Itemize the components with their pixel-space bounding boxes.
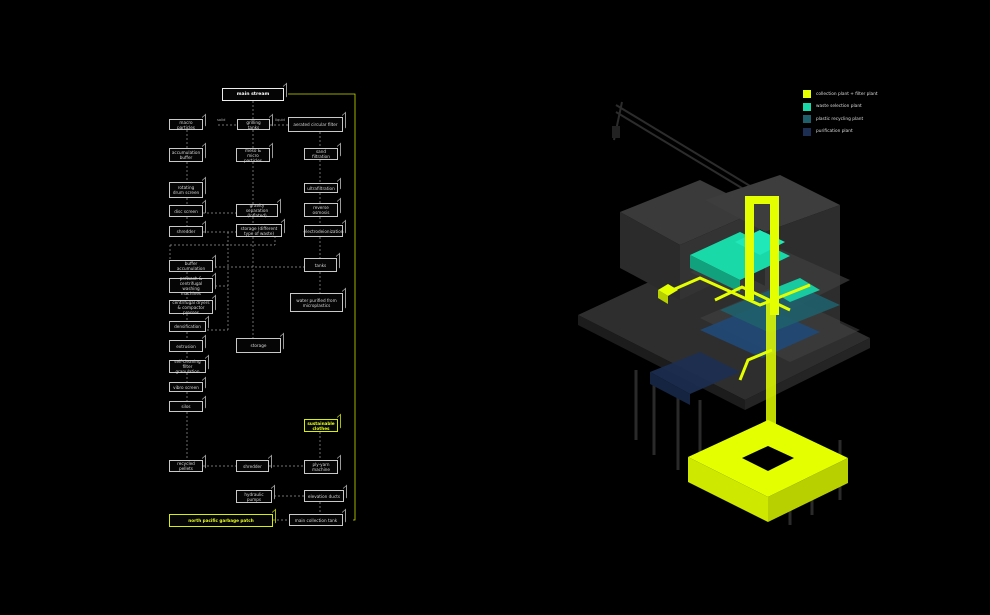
- node-main-stream: main stream: [222, 88, 284, 101]
- node-storage: storage: [236, 338, 281, 353]
- node-main-collection-tank: main collection tank: [289, 514, 343, 526]
- legend-item-collection: collection plant + filter plant: [803, 88, 878, 101]
- node-aerated-circular-filter: aerated circular filter: [288, 117, 343, 132]
- node-extrusion: extrusion: [169, 340, 203, 352]
- legend-label: purification plant: [816, 129, 853, 135]
- edge-label-liquid: liquid: [275, 118, 285, 122]
- node-disc-screen: disc screen: [169, 205, 203, 217]
- node-sustainable-clothes: sustainable clothes: [304, 419, 338, 432]
- node-elevation-ducts: elevation ducts: [304, 490, 344, 502]
- node-self-cleaning-filter: self-cleaning filter granulation: [169, 359, 206, 374]
- legend-swatch: [803, 90, 811, 99]
- node-buffer-accumulation: buffer accumulation: [169, 260, 213, 272]
- node-hydraulic-pumps: hydraulic pumps: [236, 490, 272, 503]
- legend-swatch: [803, 127, 811, 136]
- legend-item-purification: purification plant: [803, 126, 878, 139]
- node-densification: densification: [169, 321, 206, 332]
- node-ultrafiltration: ultrafiltration: [304, 183, 338, 193]
- node-rotating-drum-screen: rotating drum screen: [169, 182, 203, 198]
- legend-swatch: [803, 115, 811, 124]
- node-shredder-1: shredder: [169, 226, 203, 237]
- node-reverse-osmosis: reverse osmosis: [304, 203, 338, 217]
- node-centrifugal-dryers: centrifugal dryers & compactor presses: [169, 300, 213, 315]
- node-silos: silos: [169, 401, 203, 412]
- node-ply-yarn-machine: ply-yarn machine: [304, 460, 338, 474]
- node-shredder-2: shredder: [236, 460, 269, 472]
- node-grilling-tanks: grilling tanks: [237, 119, 270, 130]
- crane-icon: [613, 101, 761, 200]
- node-accumulation-buffer: accumulation buffer: [169, 148, 203, 162]
- node-storage-waste: storage (different type of waste): [236, 224, 282, 237]
- node-gravity-separation: gravity separation (Inflated): [236, 203, 278, 218]
- legend: collection plant + filter plant waste se…: [803, 88, 878, 138]
- legend-item-waste-selection: waste selection plant: [803, 101, 878, 114]
- node-sand-filtration: sand filtration: [304, 148, 338, 160]
- node-vibro-screen: vibro screen: [169, 382, 203, 392]
- legend-label: waste selection plant: [816, 104, 862, 110]
- legend-label: plastic recycling plant: [816, 116, 864, 122]
- node-recycled-pellets: recycled pellets: [169, 460, 203, 472]
- node-water-purified: water purified from microplastics: [290, 293, 343, 312]
- legend-item-plastic-recycling: plastic recycling plant: [803, 113, 878, 126]
- legend-label: collection plant + filter plant: [816, 91, 878, 97]
- node-electrodeionization: electrodeionization: [304, 225, 344, 237]
- node-tanks: tanks: [304, 258, 337, 272]
- node-meso-micro-particles: meso & micro particles: [236, 148, 270, 163]
- legend-swatch: [803, 102, 811, 111]
- edge-label-solid: solid: [217, 118, 226, 122]
- node-north-pacific-garbage-patch: north pacific garbage patch: [169, 514, 273, 527]
- node-macro-particles: macro particles: [169, 119, 203, 130]
